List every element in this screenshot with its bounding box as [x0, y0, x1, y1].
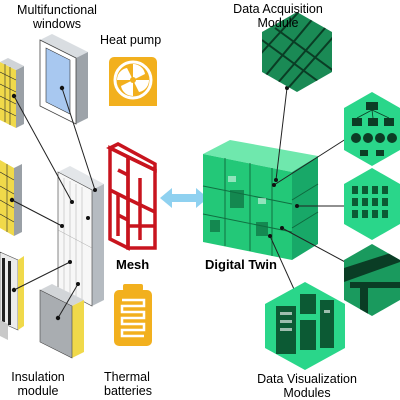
label-insulation-module: Insulation module: [11, 370, 65, 398]
panel-middle-left: [0, 160, 22, 236]
window-panel: [39, 34, 88, 125]
mesh-panel: [106, 142, 157, 251]
heat-pump-icon: [109, 57, 157, 106]
hex-visualization: [265, 282, 345, 370]
hex-sensor-grid: [344, 168, 400, 240]
label-data-acquisition-module: Data Acquisition Module: [233, 2, 323, 30]
hex-installation: [344, 244, 400, 316]
label-thermal-batteries: Thermal batteries: [104, 370, 152, 398]
connector-lines-left: [11, 87, 96, 319]
thermal-battery-icon: [114, 284, 152, 346]
label-multifunctional-windows: Multifunctional windows: [17, 3, 97, 31]
composite-panel: [57, 166, 104, 307]
label-mesh: Mesh: [116, 257, 150, 272]
label-data-visualization-modules: Data Visualization Modules: [257, 372, 357, 400]
panel-bottom-left: [0, 320, 8, 340]
panel-lower-left: [0, 251, 24, 331]
label-digital-twin: Digital Twin: [205, 257, 277, 272]
connector-dots-left: [9, 85, 97, 321]
hex-hierarchy: [344, 92, 400, 166]
panel-top-left: [0, 58, 24, 128]
digital-twin-cube: [202, 140, 319, 260]
label-heat-pump: Heat pump: [100, 33, 162, 47]
double-arrow-icon: [160, 188, 208, 208]
